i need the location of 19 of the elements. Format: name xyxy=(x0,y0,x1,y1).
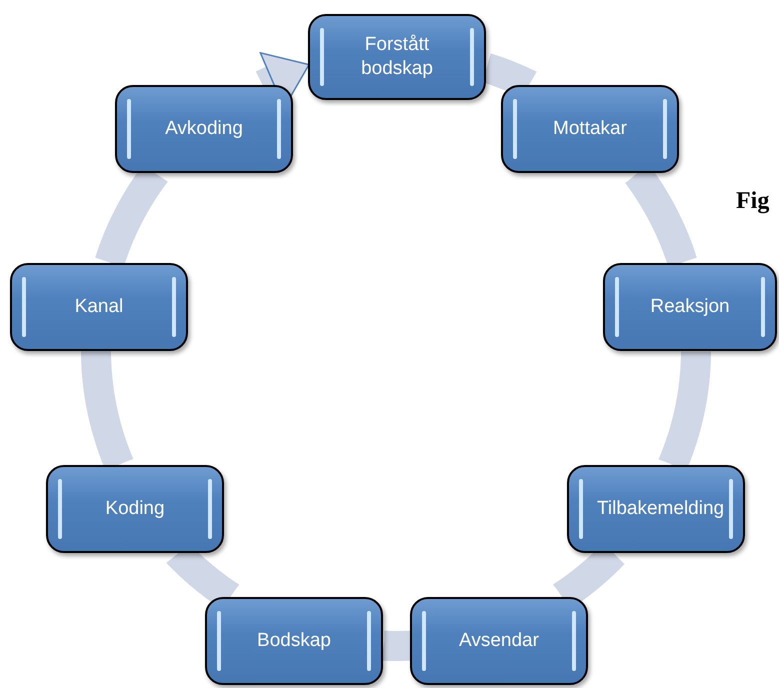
box-label: Avkoding xyxy=(164,117,244,141)
box-label: Reaksjon xyxy=(649,295,731,319)
process-box xyxy=(410,597,588,685)
box-label: Tilbakemelding xyxy=(596,497,726,521)
process-box xyxy=(308,14,486,100)
process-box xyxy=(46,465,224,553)
box-label: Kanal xyxy=(74,295,124,319)
box-label: Mottakar xyxy=(552,117,628,141)
process-box xyxy=(501,85,679,173)
box-label: Koding xyxy=(104,497,166,521)
box-label: Avsendar xyxy=(458,629,540,653)
figure-label: Fig xyxy=(736,187,770,216)
process-box xyxy=(115,85,293,173)
process-box xyxy=(10,263,188,351)
box-label: Bodskap xyxy=(256,629,332,653)
box-label: Forstått bodskap xyxy=(360,33,434,81)
process-box xyxy=(603,263,777,351)
process-box xyxy=(567,465,745,553)
process-box xyxy=(205,597,383,685)
